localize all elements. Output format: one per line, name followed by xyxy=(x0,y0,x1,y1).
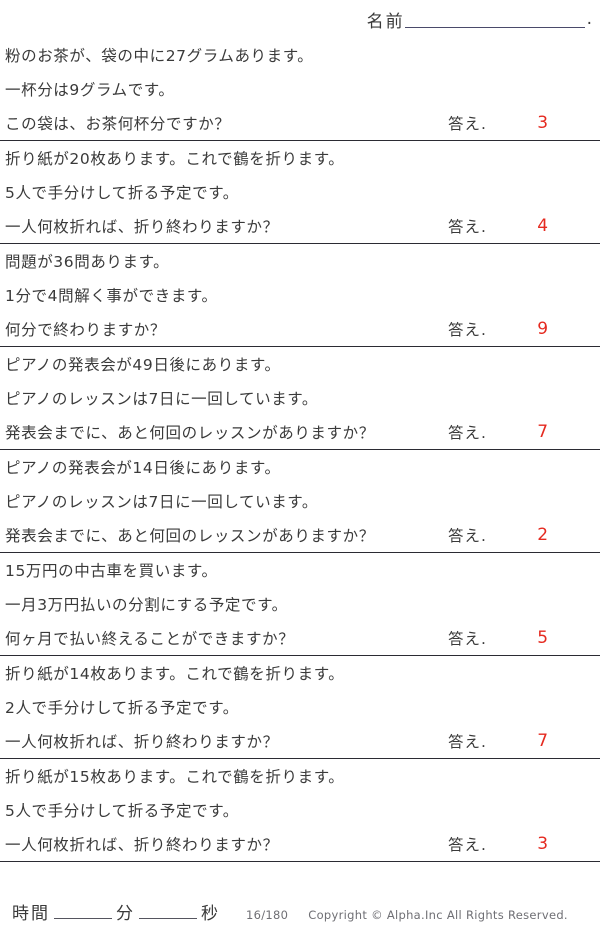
answer-group: 答え. 4 xyxy=(448,209,573,243)
problem-block: 折り紙が20枚あります。これで鶴を折ります。 5人で手分けして折る予定です。一人何… xyxy=(0,141,600,244)
problem-block: 粉のお茶が、袋の中に27グラムあります。一杯分は9グラムです。この袋は、お茶何杯… xyxy=(0,38,600,141)
problem-statement-line-1: 問題が36問あります。 xyxy=(5,253,170,271)
copyright-text: Copyright © Alpha.Inc All Rights Reserve… xyxy=(308,908,568,922)
answer-label: 答え. xyxy=(448,115,487,133)
problem-statement-line-2: 5人で手分けして折る予定です。 xyxy=(5,802,239,820)
problem-question-text: 一人何枚折れば、折り終わりますか？ xyxy=(5,836,279,854)
problem-question-row: 発表会までに、あと何回のレッスンがありますか？ 答え. 7 xyxy=(0,415,600,449)
problem-question-text: 何分で終わりますか？ xyxy=(5,321,167,339)
problem-block: ピアノの発表会が14日後にあります。ピアノのレッスンは7日に一回しています。発表… xyxy=(0,450,600,553)
seconds-input[interactable] xyxy=(139,903,197,919)
page-footer: 時間 分 秒 16/180 Copyright © Alpha.Inc All … xyxy=(0,868,600,938)
problem-block: 問題が36問あります。 1分で4問解く事ができます。何分で終わりますか？ 答え. 9 xyxy=(0,244,600,347)
problem-statement-line-2: 5人で手分けして折る予定です。 xyxy=(5,184,239,202)
answer-label: 答え. xyxy=(448,321,487,339)
problem-question-row: この袋は、お茶何杯分ですか？ 答え. 3 xyxy=(0,106,600,140)
problem-statement-line-2: ピアノのレッスンは7日に一回しています。 xyxy=(5,493,318,511)
problem-question-row: 一人何枚折れば、折り終わりますか？ 答え. 4 xyxy=(0,209,600,243)
answer-label: 答え. xyxy=(448,733,487,751)
problem-statement-line-1: 折り紙が15枚あります。これで鶴を折ります。 xyxy=(5,768,345,786)
problem-block: 折り紙が15枚あります。これで鶴を折ります。 5人で手分けして折る予定です。一人何… xyxy=(0,759,600,862)
answer-group: 答え. 2 xyxy=(448,518,573,552)
page-number: 16/180 xyxy=(246,908,289,922)
name-input[interactable] xyxy=(404,10,585,28)
problem-statement-line-1: ピアノの発表会が49日後にあります。 xyxy=(5,356,281,374)
answer-value[interactable]: 9 xyxy=(537,319,549,339)
answer-value[interactable]: 7 xyxy=(537,731,549,751)
problem-statement-line-2: 一杯分は9グラムです。 xyxy=(5,81,175,99)
name-field-row: 名前 . xyxy=(0,0,600,38)
problem-question-text: 何ヶ月で払い終えることができますか？ xyxy=(5,630,295,648)
answer-label: 答え. xyxy=(448,630,487,648)
minutes-unit-label: 分 xyxy=(116,904,135,924)
answer-value[interactable]: 3 xyxy=(537,834,549,854)
answer-label: 答え. xyxy=(448,527,487,545)
answer-label: 答え. xyxy=(448,424,487,442)
problem-question-text: この袋は、お茶何杯分ですか？ xyxy=(5,115,231,133)
name-label: 名前 xyxy=(366,11,405,32)
answer-value[interactable]: 7 xyxy=(537,422,549,442)
problem-question-text: 発表会までに、あと何回のレッスンがありますか？ xyxy=(5,424,375,442)
problem-statement-line-1: 折り紙が14枚あります。これで鶴を折ります。 xyxy=(5,665,345,683)
problem-question-row: 一人何枚折れば、折り終わりますか？ 答え. 3 xyxy=(0,827,600,861)
problem-list: 粉のお茶が、袋の中に27グラムあります。一杯分は9グラムです。この袋は、お茶何杯… xyxy=(0,38,600,862)
problem-question-text: 一人何枚折れば、折り終わりますか？ xyxy=(5,733,279,751)
problem-question-row: 何分で終わりますか？ 答え. 9 xyxy=(0,312,600,346)
problem-statement-line-1: 粉のお茶が、袋の中に27グラムあります。 xyxy=(5,47,314,65)
problem-question-row: 一人何枚折れば、折り終わりますか？ 答え. 7 xyxy=(0,724,600,758)
copyright-line: 16/180 Copyright © Alpha.Inc All Rights … xyxy=(246,908,568,924)
answer-group: 答え. 3 xyxy=(448,827,573,861)
problem-question-text: 一人何枚折れば、折り終わりますか？ xyxy=(5,218,279,236)
problem-statement-line-1: 折り紙が20枚あります。これで鶴を折ります。 xyxy=(5,150,345,168)
problem-statement-line-2: 一月3万円払いの分割にする予定です。 xyxy=(5,596,288,614)
time-field: 時間 分 秒 xyxy=(12,899,220,924)
name-trailing-period: . xyxy=(586,9,592,29)
answer-group: 答え. 7 xyxy=(448,415,573,449)
time-label: 時間 xyxy=(12,904,50,924)
seconds-unit-label: 秒 xyxy=(201,904,220,924)
answer-group: 答え. 9 xyxy=(448,312,573,346)
problem-block: 15万円の中古車を買います。一月3万円払いの分割にする予定です。何ヶ月で払い終え… xyxy=(0,553,600,656)
problem-statement-line-2: 1分で4問解く事ができます。 xyxy=(5,287,218,305)
problem-block: ピアノの発表会が49日後にあります。ピアノのレッスンは7日に一回しています。発表… xyxy=(0,347,600,450)
answer-group: 答え. 7 xyxy=(448,724,573,758)
minutes-input[interactable] xyxy=(54,903,112,919)
problem-question-row: 何ヶ月で払い終えることができますか？ 答え. 5 xyxy=(0,621,600,655)
problem-block: 折り紙が14枚あります。これで鶴を折ります。 2人で手分けして折る予定です。一人何… xyxy=(0,656,600,759)
problem-statement-line-1: ピアノの発表会が14日後にあります。 xyxy=(5,459,281,477)
answer-value[interactable]: 5 xyxy=(537,628,549,648)
answer-label: 答え. xyxy=(448,836,487,854)
answer-group: 答え. 5 xyxy=(448,621,573,655)
answer-group: 答え. 3 xyxy=(448,106,573,140)
problem-question-row: 発表会までに、あと何回のレッスンがありますか？ 答え. 2 xyxy=(0,518,600,552)
answer-label: 答え. xyxy=(448,218,487,236)
problem-statement-line-2: 2人で手分けして折る予定です。 xyxy=(5,699,239,717)
answer-value[interactable]: 4 xyxy=(537,216,549,236)
problem-statement-line-2: ピアノのレッスンは7日に一回しています。 xyxy=(5,390,318,408)
answer-value[interactable]: 3 xyxy=(537,113,549,133)
problem-statement-line-1: 15万円の中古車を買います。 xyxy=(5,562,218,580)
problem-question-text: 発表会までに、あと何回のレッスンがありますか？ xyxy=(5,527,375,545)
answer-value[interactable]: 2 xyxy=(537,525,549,545)
